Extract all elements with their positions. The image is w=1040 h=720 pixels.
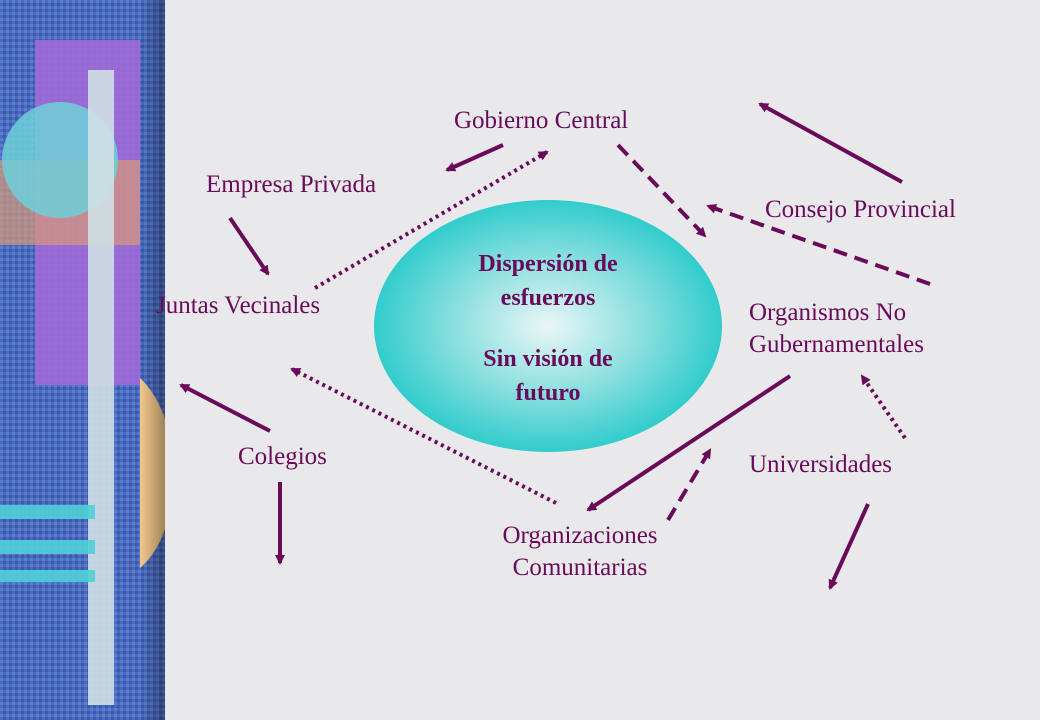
arrow-juntas-to-gobierno (313, 150, 549, 290)
center-line-3: Sin visión de (483, 346, 613, 372)
node-colegios: Colegios (238, 443, 327, 470)
node-juntas-vecinales: Juntas Vecinales (156, 292, 321, 319)
ong-line-2: Gubernamentales (749, 331, 924, 358)
arrow-universidades-to-ong (860, 374, 907, 440)
orgcom-line-1: Organizaciones (502, 522, 658, 549)
node-organismos-no-gubernamentales: Organismos No Gubernamentales (749, 297, 924, 361)
center-line-4: futuro (515, 380, 581, 406)
arrow-orgcom-to-juntas (290, 367, 557, 505)
arrow-colegios-to-left (179, 383, 271, 433)
arrow-ong-to-gobierno-area (706, 203, 931, 286)
arrow-empresa-to-juntas (228, 216, 270, 276)
ong-line-1: Organismos No (749, 299, 907, 326)
node-universidades: Universidades (749, 451, 893, 478)
decorative-sidebar (0, 0, 165, 720)
arrow-orgcom-to-up (666, 448, 712, 522)
arrow-gobierno-to-empresa (445, 143, 504, 172)
center-ellipse (374, 200, 722, 452)
node-empresa-privada: Empresa Privada (206, 171, 377, 198)
center-line-1: Dispersión de (478, 251, 618, 277)
arrow-ong-to-orgcom (586, 374, 792, 512)
node-consejo-provincial: Consejo Provincial (765, 196, 956, 223)
node-gobierno-central: Gobierno Central (454, 107, 629, 134)
center-subtitle: Sin visión de futuro (483, 342, 612, 410)
orgcom-line-2: Comunitarias (512, 554, 648, 581)
center-title: Dispersión de esfuerzos (478, 247, 617, 315)
node-organizaciones-comunitarias: Organizaciones Comunitarias (502, 520, 657, 584)
center-line-2: esfuerzos (500, 285, 596, 311)
arrow-universidades-down (828, 503, 870, 590)
arrow-consejo-to-top (758, 102, 903, 184)
